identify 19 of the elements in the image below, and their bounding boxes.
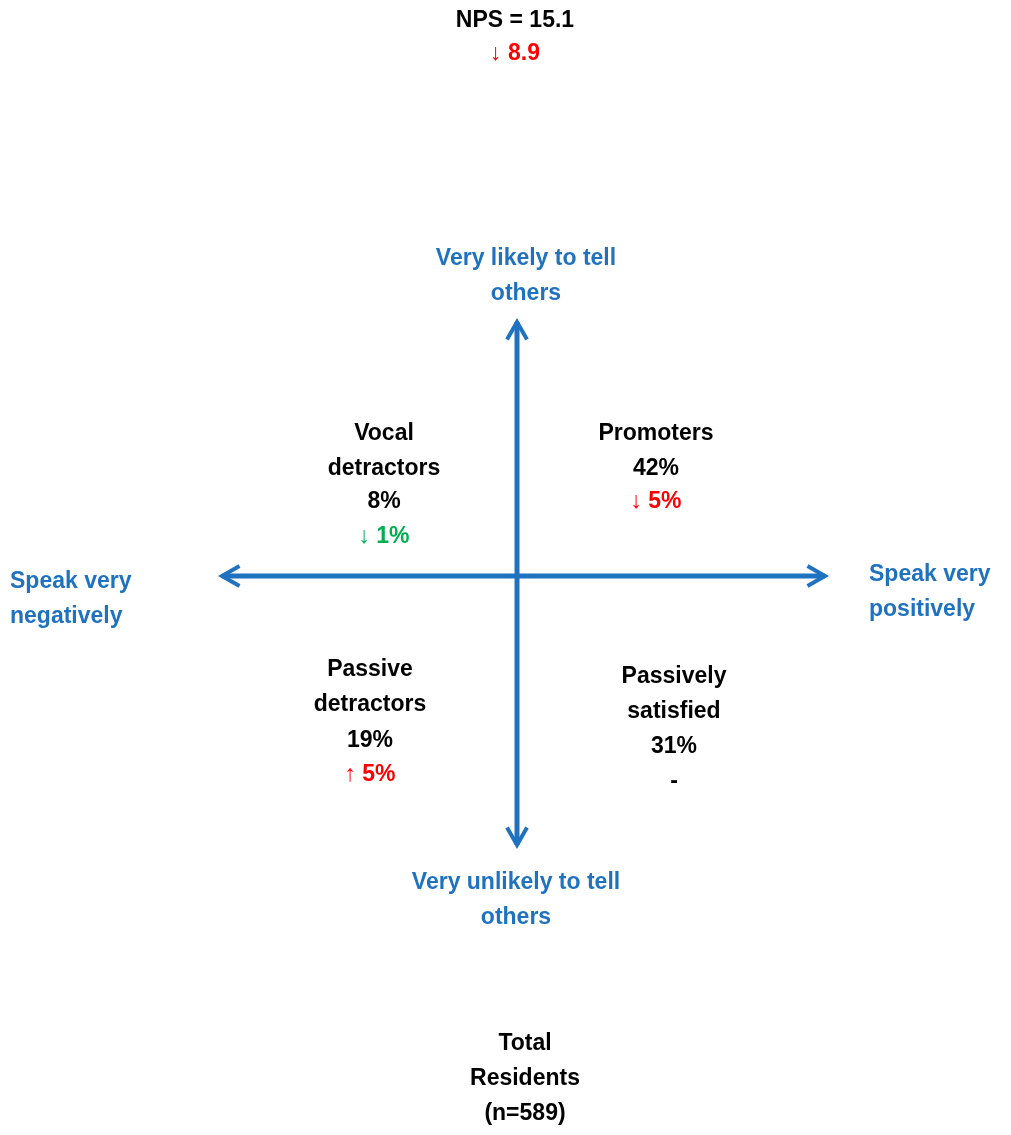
score-change: ↓ 8.9 (489, 38, 541, 67)
change-value: ↓ 1% (357, 521, 411, 550)
quadrant-label: Passively satisfied (620, 661, 728, 725)
change-value: ↓ 5% (629, 486, 683, 515)
axis-label: Speak very negatively (10, 566, 133, 630)
quadrant-value: 19% (345, 725, 394, 754)
no-change-mark: - (669, 766, 679, 795)
quadrant-label: Vocal detractors (326, 418, 442, 482)
axis-label: Speak very positively (869, 559, 992, 623)
quadrant-label: Passive detractors (312, 654, 428, 718)
quadrant-value: 42% (631, 453, 680, 482)
quadrant-label: Promoters (597, 418, 715, 447)
sample-caption: Total Residents (n=589) (469, 1028, 581, 1127)
change-value: ↑ 5% (343, 759, 397, 788)
quadrant-value: 8% (366, 486, 402, 515)
score-title: NPS = 15.1 (454, 5, 576, 34)
quadrant-value: 31% (649, 731, 698, 760)
axis-label: Very unlikely to tell others (410, 867, 622, 931)
axis-label: Very likely to tell others (434, 243, 618, 307)
